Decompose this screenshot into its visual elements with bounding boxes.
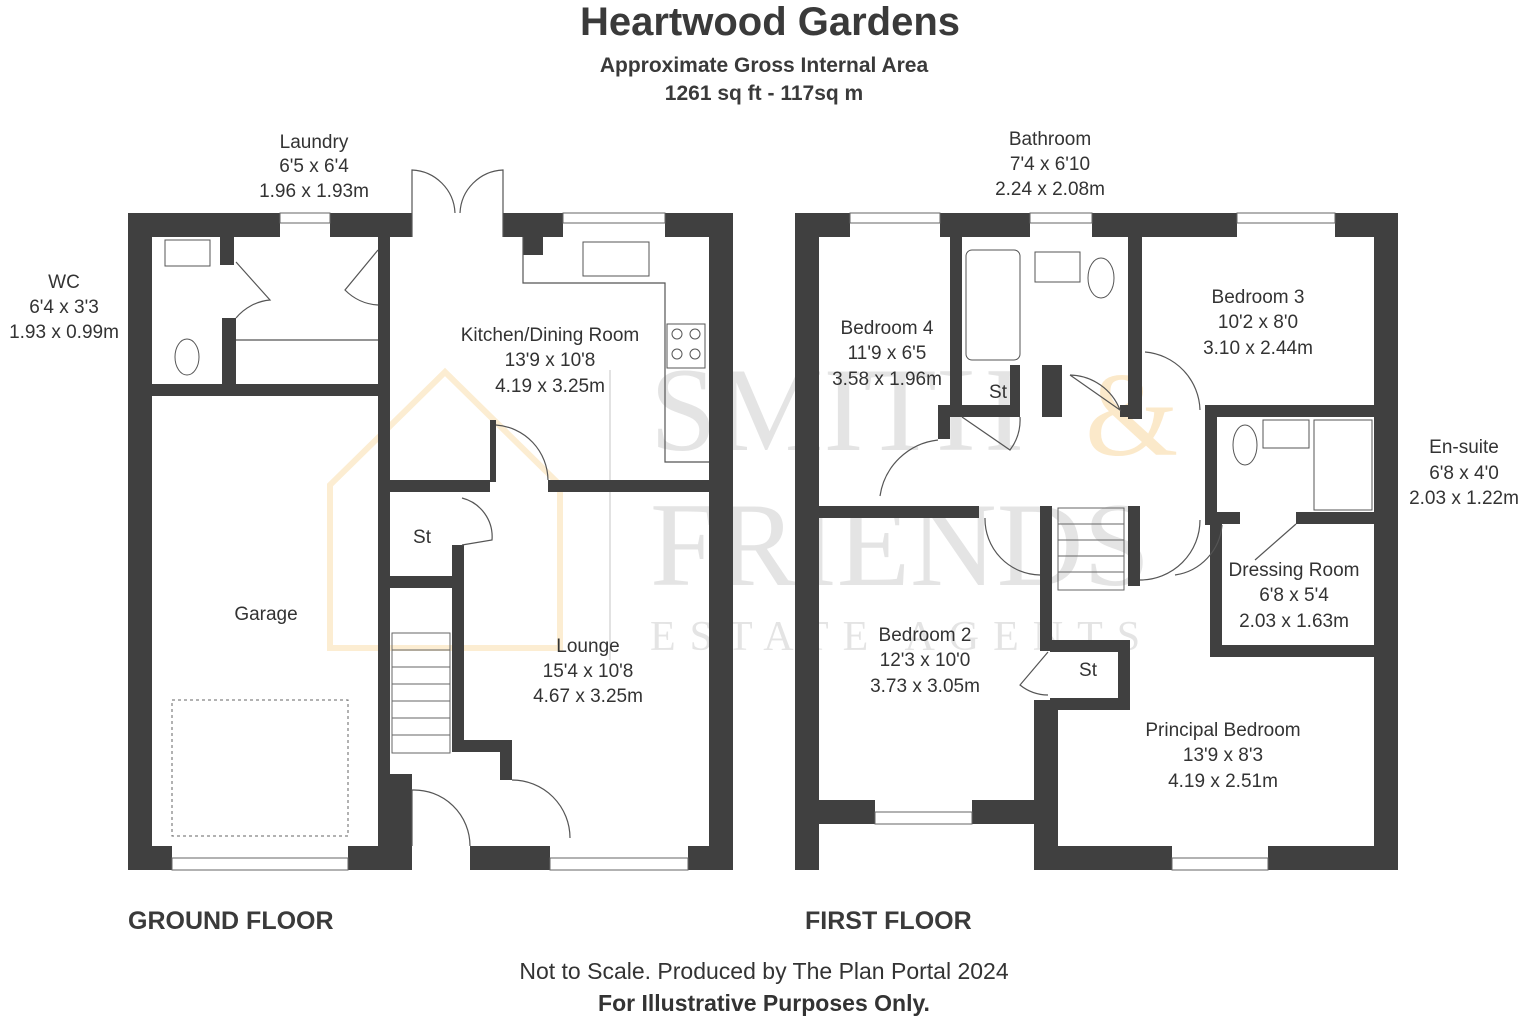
- bedroom3-imperial: 10'2 x 8'0: [1218, 312, 1298, 333]
- dressing-room-name: Dressing Room: [1229, 560, 1360, 581]
- first-floor-labels: Bathroom 7'4 x 6'10 2.24 x 2.08m Bedroom…: [832, 129, 1519, 792]
- laundry-name: Laundry: [280, 132, 349, 153]
- area-value: 1261 sq ft - 117sq m: [664, 82, 864, 105]
- area-label: Approximate Gross Internal Area: [599, 54, 929, 77]
- bathroom-imperial: 7'4 x 6'10: [1010, 154, 1090, 175]
- bedroom2-metric: 3.73 x 3.05m: [870, 676, 980, 697]
- kitchen-name: Kitchen/Dining Room: [461, 325, 639, 346]
- bedroom4-imperial: 11'9 x 6'5: [848, 343, 927, 364]
- bedroom4-name: Bedroom 4: [841, 318, 934, 339]
- bathroom-metric: 2.24 x 2.08m: [995, 179, 1105, 200]
- laundry-imperial: 6'5 x 6'4: [279, 156, 349, 177]
- first-floor-plan: [795, 212, 1398, 871]
- ground-floor-label: GROUND FLOOR: [128, 907, 334, 935]
- wc-imperial: 6'4 x 3'3: [29, 297, 99, 318]
- lounge-imperial: 15'4 x 10'8: [543, 661, 634, 682]
- bathroom-name: Bathroom: [1009, 129, 1091, 150]
- ensuite-name: En-suite: [1429, 437, 1499, 458]
- garage-name: Garage: [234, 604, 297, 625]
- first-store-1-name: St: [989, 382, 1008, 403]
- bedroom2-name: Bedroom 2: [879, 625, 972, 646]
- laundry-metric: 1.96 x 1.93m: [259, 181, 369, 202]
- dressing-room-metric: 2.03 x 1.63m: [1239, 611, 1349, 632]
- first-floor-label: FIRST FLOOR: [805, 907, 972, 935]
- bedroom4-metric: 3.58 x 1.96m: [832, 369, 942, 390]
- principal-bedroom-name: Principal Bedroom: [1145, 720, 1300, 741]
- principal-bedroom-metric: 4.19 x 2.51m: [1168, 771, 1278, 792]
- ensuite-imperial: 6'8 x 4'0: [1429, 463, 1499, 484]
- ensuite-metric: 2.03 x 1.22m: [1409, 488, 1519, 509]
- scale-note: Not to Scale. Produced by The Plan Porta…: [519, 958, 1009, 984]
- bedroom2-imperial: 12'3 x 10'0: [880, 650, 971, 671]
- ground-floor-plan: [128, 169, 733, 871]
- first-store-2-name: St: [1079, 660, 1098, 681]
- disclaimer: For Illustrative Purposes Only.: [598, 990, 930, 1016]
- lounge-metric: 4.67 x 3.25m: [533, 686, 643, 707]
- lounge-name: Lounge: [556, 636, 619, 657]
- kitchen-imperial: 13'9 x 10'8: [505, 350, 596, 371]
- bedroom3-metric: 3.10 x 2.44m: [1203, 338, 1313, 359]
- principal-bedroom-imperial: 13'9 x 8'3: [1183, 745, 1263, 766]
- wc-metric: 1.93 x 0.99m: [9, 322, 119, 343]
- ground-floor-labels: Laundry 6'5 x 6'4 1.96 x 1.93m WC 6'4 x …: [9, 132, 643, 707]
- bedroom3-name: Bedroom 3: [1212, 287, 1305, 308]
- plan-title: Heartwood Gardens: [579, 0, 961, 44]
- wc-name: WC: [48, 272, 80, 293]
- watermark-line2: FRIENDS: [650, 478, 1150, 611]
- ground-store-name: St: [413, 527, 432, 548]
- dressing-room-imperial: 6'8 x 5'4: [1259, 585, 1329, 606]
- kitchen-metric: 4.19 x 3.25m: [495, 376, 605, 397]
